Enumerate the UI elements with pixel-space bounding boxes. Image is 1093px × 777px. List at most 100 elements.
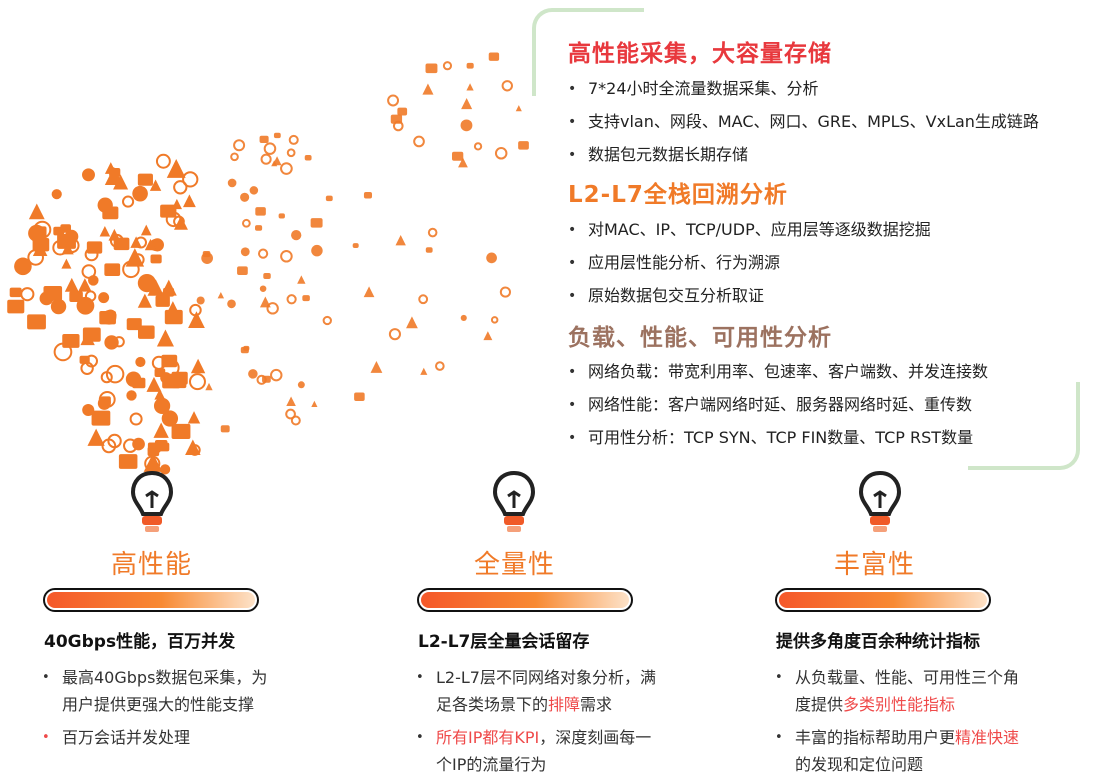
column-title: 全量性	[474, 550, 556, 580]
decorative-glyph-icon	[190, 358, 206, 374]
decorative-glyph-icon	[189, 303, 202, 317]
decorative-glyph-icon	[499, 286, 511, 298]
decorative-glyph-icon	[125, 371, 142, 387]
gradient-bar	[417, 588, 633, 612]
decorative-glyph-icon	[488, 52, 500, 61]
decorative-glyph-icon	[126, 390, 137, 401]
decorative-glyph-icon	[270, 368, 283, 382]
column-list: 从负载量、性能、可用性三个角 度提供多类别性能指标 丰富的指标帮助用户更精准快速…	[774, 664, 1074, 777]
decorative-glyph-icon	[259, 296, 271, 308]
decorative-glyph-icon	[76, 296, 95, 315]
decorative-glyph-icon	[458, 157, 468, 168]
decorative-glyph-icon	[104, 263, 121, 277]
lightbulb-icon	[130, 470, 174, 532]
decorative-glyph-icon	[164, 309, 183, 325]
decorative-glyph-icon	[196, 296, 205, 305]
decorative-glyph-icon	[173, 180, 188, 195]
decorative-glyph-icon	[237, 266, 248, 275]
decorative-glyph-icon	[86, 241, 103, 254]
decorative-glyph-icon	[80, 330, 95, 346]
decorative-glyph-icon	[288, 134, 299, 145]
decorative-glyph-icon	[82, 168, 95, 182]
decorative-glyph-icon	[490, 316, 499, 324]
decorative-glyph-icon	[240, 192, 250, 202]
decorative-glyph-icon	[87, 428, 105, 446]
gradient-bar	[43, 588, 259, 612]
decorative-glyph-icon	[101, 438, 117, 454]
feature-title-backtrace: L2-L7全栈回溯分析	[568, 182, 788, 208]
frame-corner-top-left	[532, 8, 644, 96]
decorative-glyph-icon	[466, 83, 474, 91]
decorative-glyph-icon	[302, 295, 310, 302]
list-item: 百万会话并发处理	[41, 724, 331, 751]
gradient-bar	[775, 588, 991, 612]
decorative-glyph-icon	[286, 294, 297, 305]
decorative-glyph-icon	[32, 241, 48, 257]
decorative-glyph-icon	[137, 273, 157, 293]
decorative-glyph-icon	[101, 310, 117, 325]
decorative-glyph-icon	[27, 249, 44, 266]
decorative-glyph-icon	[427, 227, 438, 238]
decorative-glyph-icon	[420, 367, 428, 375]
decorative-glyph-icon	[406, 316, 418, 329]
decorative-glyph-icon	[260, 153, 272, 165]
decorative-glyph-icon	[61, 258, 72, 269]
decorative-glyph-icon	[388, 328, 402, 341]
decorative-glyph-icon	[395, 234, 406, 246]
list-item: L2-L7层不同网络对象分析，满 足各类场景下的排障需求	[415, 664, 715, 718]
icon-head-illustration	[7, 52, 529, 475]
decorative-glyph-icon	[248, 369, 258, 379]
decorative-glyph-icon	[154, 388, 166, 400]
decorative-glyph-icon	[285, 408, 296, 420]
decorative-glyph-icon	[151, 355, 167, 370]
decorative-glyph-icon	[28, 203, 45, 220]
decorative-glyph-icon	[460, 314, 467, 322]
decorative-glyph-icon	[99, 225, 111, 237]
decorative-glyph-icon	[140, 224, 152, 236]
decorative-glyph-icon	[188, 444, 201, 456]
decorative-glyph-icon	[397, 107, 408, 116]
decorative-glyph-icon	[149, 179, 162, 191]
decorative-glyph-icon	[14, 257, 32, 276]
decorative-glyph-icon	[122, 195, 135, 208]
decorative-glyph-icon	[78, 278, 92, 292]
decorative-glyph-icon	[62, 334, 80, 348]
decorative-glyph-icon	[233, 139, 246, 152]
decorative-glyph-icon	[167, 301, 179, 312]
decorative-glyph-icon	[220, 425, 230, 433]
decorative-glyph-icon	[147, 442, 161, 453]
decorative-glyph-icon	[418, 294, 429, 305]
decorative-glyph-icon	[263, 142, 277, 155]
column-heading: 提供多角度百余种统计指标	[776, 632, 980, 652]
feature-item: 7*24小时全流量数据采集、分析	[566, 78, 1039, 111]
decorative-glyph-icon	[230, 152, 239, 162]
column-richness: 丰富性 提供多角度百余种统计指标 从负载量、性能、可用性三个角 度提供多类别性能…	[774, 470, 1074, 777]
decorative-glyph-icon	[143, 453, 163, 472]
decorative-glyph-icon	[256, 374, 267, 385]
decorative-glyph-icon	[118, 454, 138, 469]
decorative-glyph-icon	[201, 252, 213, 264]
decorative-glyph-icon	[130, 236, 142, 248]
decorative-glyph-icon	[242, 218, 251, 228]
decorative-glyph-icon	[155, 153, 171, 169]
decorative-glyph-icon	[473, 142, 483, 151]
feature-list-capture: 7*24小时全流量数据采集、分析 支持vlan、网段、MAC、网口、GRE、MP…	[566, 78, 1039, 177]
column-completeness: 全量性 L2-L7层全量会话留存 L2-L7层不同网络对象分析，满 足各类场景下…	[414, 470, 714, 777]
decorative-glyph-icon	[518, 141, 529, 150]
decorative-glyph-icon	[297, 275, 306, 284]
decorative-glyph-icon	[425, 63, 438, 74]
feature-item: 应用层性能分析、行为溯源	[566, 252, 931, 285]
decorative-glyph-icon	[501, 80, 513, 92]
column-heading: L2-L7层全量会话留存	[418, 632, 590, 652]
feature-list-analysis: 网络负载：带宽利用率、包速率、客户端数、并发连接数 网络性能：客户端网络时延、服…	[566, 361, 988, 460]
decorative-glyph-icon	[33, 220, 52, 239]
decorative-glyph-icon	[258, 248, 269, 259]
decorative-glyph-icon	[290, 415, 301, 426]
decorative-glyph-icon	[280, 162, 293, 175]
decorative-glyph-icon	[9, 287, 22, 298]
decorative-glyph-icon	[137, 293, 152, 308]
decorative-glyph-icon	[39, 291, 54, 306]
decorative-glyph-icon	[494, 147, 508, 160]
decorative-glyph-icon	[272, 156, 282, 166]
decorative-glyph-icon	[249, 186, 259, 195]
